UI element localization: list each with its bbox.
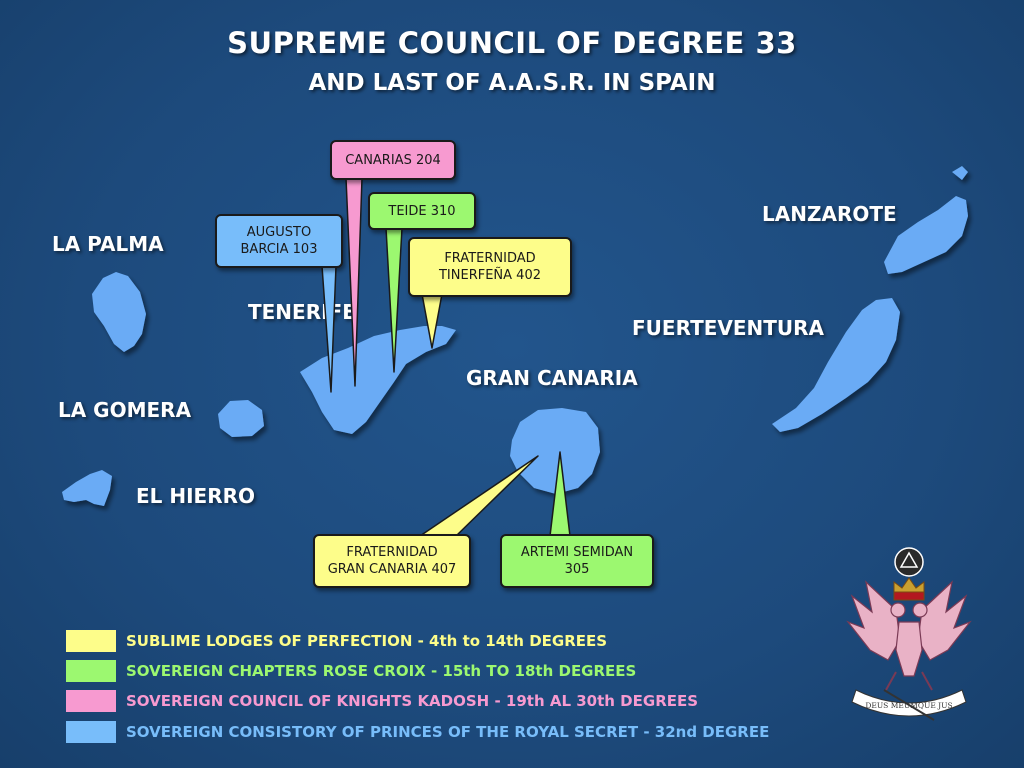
island-label-gran-canaria: GRAN CANARIA <box>466 366 638 390</box>
legend-text-kadosh: SOVEREIGN COUNCIL OF KNIGHTS KADOSH - 19… <box>126 692 699 710</box>
eagle-emblem <box>846 547 972 721</box>
lodge-box-augusto-barcia: AUGUSTO BARCIA 103 <box>215 214 343 268</box>
legend-row-rose-croix: SOVEREIGN CHAPTERS ROSE CROIX - 15th TO … <box>66 659 636 683</box>
lodge-box-teide: TEIDE 310 <box>368 192 476 230</box>
legend-row-kadosh: SOVEREIGN COUNCIL OF KNIGHTS KADOSH - 19… <box>66 689 698 713</box>
legend-swatch-green <box>66 660 116 682</box>
lodge-box-fraternidad-tinerfena: FRATERNIDAD TINERFEÑA 402 <box>408 237 572 297</box>
island-label-tenerife: TENERIFE <box>248 300 356 324</box>
el-hierro-island <box>62 470 112 506</box>
slide-title: SUPREME COUNCIL OF DEGREE 33 <box>227 26 797 60</box>
island-label-el-hierro: EL HIERRO <box>136 484 256 508</box>
emblem-motto: DEUS MEUMQUE JUS <box>865 701 952 710</box>
slide-subtitle: AND LAST OF A.A.S.R. IN SPAIN <box>308 70 716 96</box>
legend-swatch-yellow <box>66 630 116 652</box>
lodge-box-artemi-semidan: ARTEMI SEMIDAN 305 <box>500 534 654 588</box>
lanzarote-islet <box>952 166 968 180</box>
island-label-la-palma: LA PALMA <box>52 232 164 256</box>
legend-row-royal-secret: SOVEREIGN CONSISTORY OF PRINCES OF THE R… <box>66 720 769 744</box>
lodge-box-fraternidad-gran-canaria: FRATERNIDAD GRAN CANARIA 407 <box>313 534 471 588</box>
island-label-fuerteventura: FUERTEVENTURA <box>632 316 825 340</box>
legend-swatch-pink <box>66 690 116 712</box>
legend-swatch-blue <box>66 721 116 743</box>
legend-text-rose-croix: SOVEREIGN CHAPTERS ROSE CROIX - 15th TO … <box>126 662 637 680</box>
la-gomera-island <box>218 400 264 437</box>
legend-text-royal-secret: SOVEREIGN CONSISTORY OF PRINCES OF THE R… <box>126 723 770 741</box>
lanzarote-island <box>884 196 968 274</box>
island-label-lanzarote: LANZAROTE <box>762 202 897 226</box>
lodge-box-canarias: CANARIAS 204 <box>330 140 456 180</box>
legend-row-perfection: SUBLIME LODGES OF PERFECTION - 4th to 14… <box>66 629 607 653</box>
tenerife-island <box>300 326 456 434</box>
legend-text-perfection: SUBLIME LODGES OF PERFECTION - 4th to 14… <box>126 632 608 650</box>
island-label-la-gomera: LA GOMERA <box>58 398 192 422</box>
fuerteventura-island <box>772 298 900 432</box>
gran-canaria-island <box>510 408 600 494</box>
la-palma-island <box>92 272 146 352</box>
